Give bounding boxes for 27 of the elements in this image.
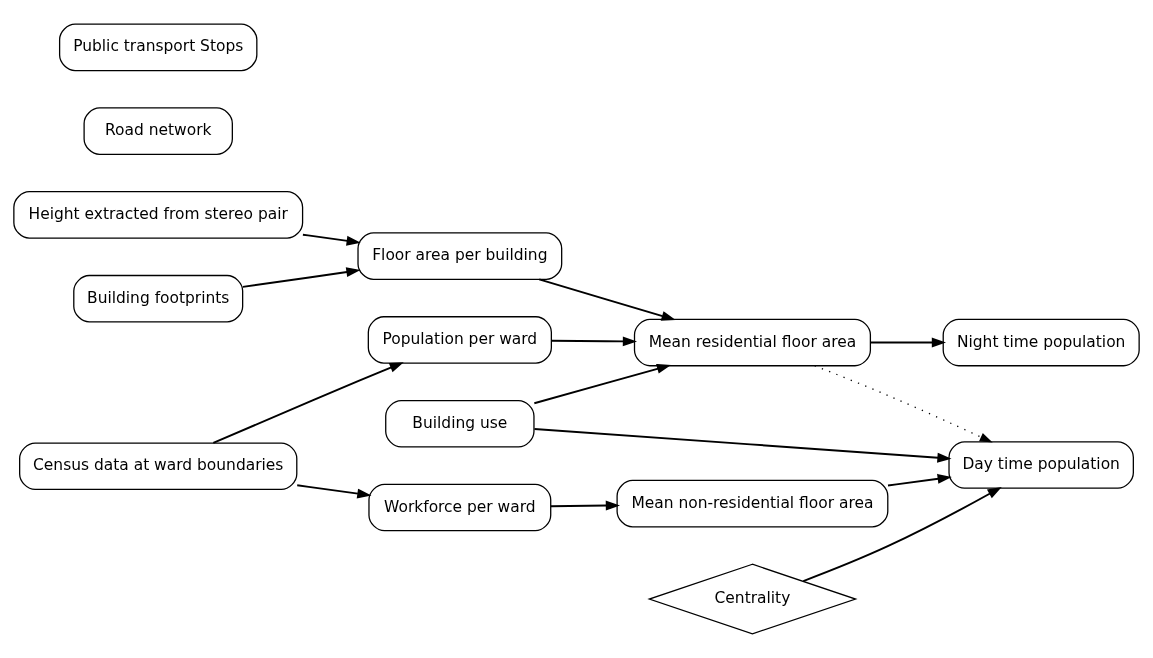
node-box: Public transport Stops (58, 23, 258, 72)
node-box: Road network (83, 107, 233, 155)
arrow (301, 233, 361, 246)
node-box: Workforce per ward (368, 483, 552, 532)
arrow (296, 484, 372, 499)
arrow (814, 365, 993, 443)
node-box: Building use (385, 399, 535, 448)
arrow (212, 362, 404, 444)
node-box: Census data at ward boundaries (19, 442, 298, 491)
node-box: Floor area per building (357, 232, 563, 280)
node-diamond: Centrality (647, 563, 858, 635)
arrow (549, 500, 620, 511)
node-box: Mean residential floor area (633, 318, 872, 367)
node-box: Height extracted from stereo pair (13, 191, 304, 239)
node-box: Night time population (942, 318, 1140, 367)
arrow (802, 486, 1002, 582)
node-box: Mean non-residential floor area (616, 479, 889, 528)
arrow (533, 364, 672, 405)
arrow (869, 337, 946, 348)
node-box: Population per ward (367, 316, 552, 364)
arrow (533, 428, 952, 463)
node-box: Building footprints (73, 274, 244, 323)
node-box: Day time population (948, 441, 1134, 489)
arrow (538, 278, 676, 321)
arrow (887, 473, 952, 487)
arrow (550, 336, 638, 347)
arrow (241, 267, 361, 288)
